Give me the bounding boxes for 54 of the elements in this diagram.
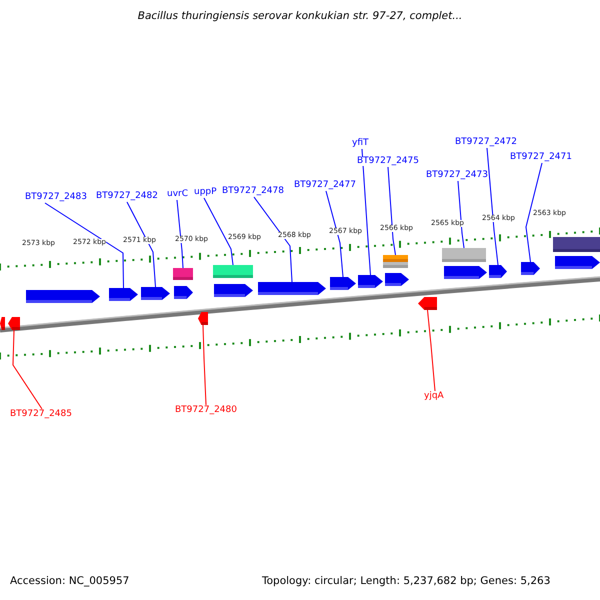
leader-line	[486, 148, 498, 266]
gene-feature	[555, 256, 600, 269]
gene-label: yjqA	[424, 392, 444, 401]
gene-feature	[214, 284, 253, 297]
leader-line	[458, 180, 464, 248]
leader-line	[427, 310, 436, 392]
gene-feature	[358, 275, 383, 288]
gene-label: BT9727_2472	[455, 138, 517, 147]
gene-label: BT9727_2477	[294, 181, 356, 190]
leader-line	[388, 166, 396, 256]
leader-line	[202, 324, 206, 406]
leader-line	[126, 202, 156, 288]
gene-label: yfiT	[352, 139, 368, 148]
gene-feature	[258, 282, 326, 295]
gene-feature	[521, 262, 540, 275]
gene-label: uvrC	[167, 190, 188, 199]
footer-text: Accession: NC_005957	[10, 576, 130, 586]
title: Bacillus thuringiensis serovar konkukian str. 97-27, complet...	[136, 11, 464, 22]
gene-label: BT9727_2483	[25, 193, 87, 202]
gene-label: BT9727_2482	[96, 192, 158, 201]
leader-line	[44, 202, 124, 288]
gene-feature	[198, 312, 208, 325]
gene-feature	[174, 286, 193, 299]
footer-text: Topology: circular; Length: 5,237,682 bp; Genes: 5,263	[262, 576, 550, 586]
gene-label: BT9727_2473	[426, 171, 488, 180]
gene-label: uppP	[194, 188, 217, 197]
leader-line	[254, 196, 292, 282]
gene-feature	[489, 265, 507, 278]
leader-line	[526, 162, 542, 262]
gene-feature	[418, 297, 437, 310]
gene-feature	[109, 288, 138, 301]
gene-feature	[141, 287, 170, 300]
gene-feature	[444, 266, 487, 279]
gene-feature	[26, 290, 100, 303]
leader-line	[362, 148, 371, 276]
gene-label: BT9727_2475	[357, 157, 419, 166]
gene-label: BT9727_2471	[510, 153, 572, 162]
gene-feature	[213, 265, 253, 278]
leader-line	[204, 198, 234, 266]
gene-label: BT9727_2480	[175, 406, 237, 415]
gene-feature	[553, 237, 600, 252]
leader-line	[326, 190, 344, 278]
gene-feature	[383, 255, 408, 262]
gene-feature	[173, 268, 193, 280]
gene-label: BT9727_2478	[222, 187, 284, 196]
leader-line	[176, 200, 184, 268]
gene-label: BT9727_2485	[10, 410, 72, 419]
gene-feature	[385, 273, 409, 286]
gene-feature	[330, 277, 356, 290]
gene-feature	[0, 317, 5, 330]
gene-feature	[383, 262, 408, 268]
gene-feature	[8, 317, 20, 330]
leader-line	[12, 330, 42, 410]
gene-feature	[442, 248, 486, 262]
